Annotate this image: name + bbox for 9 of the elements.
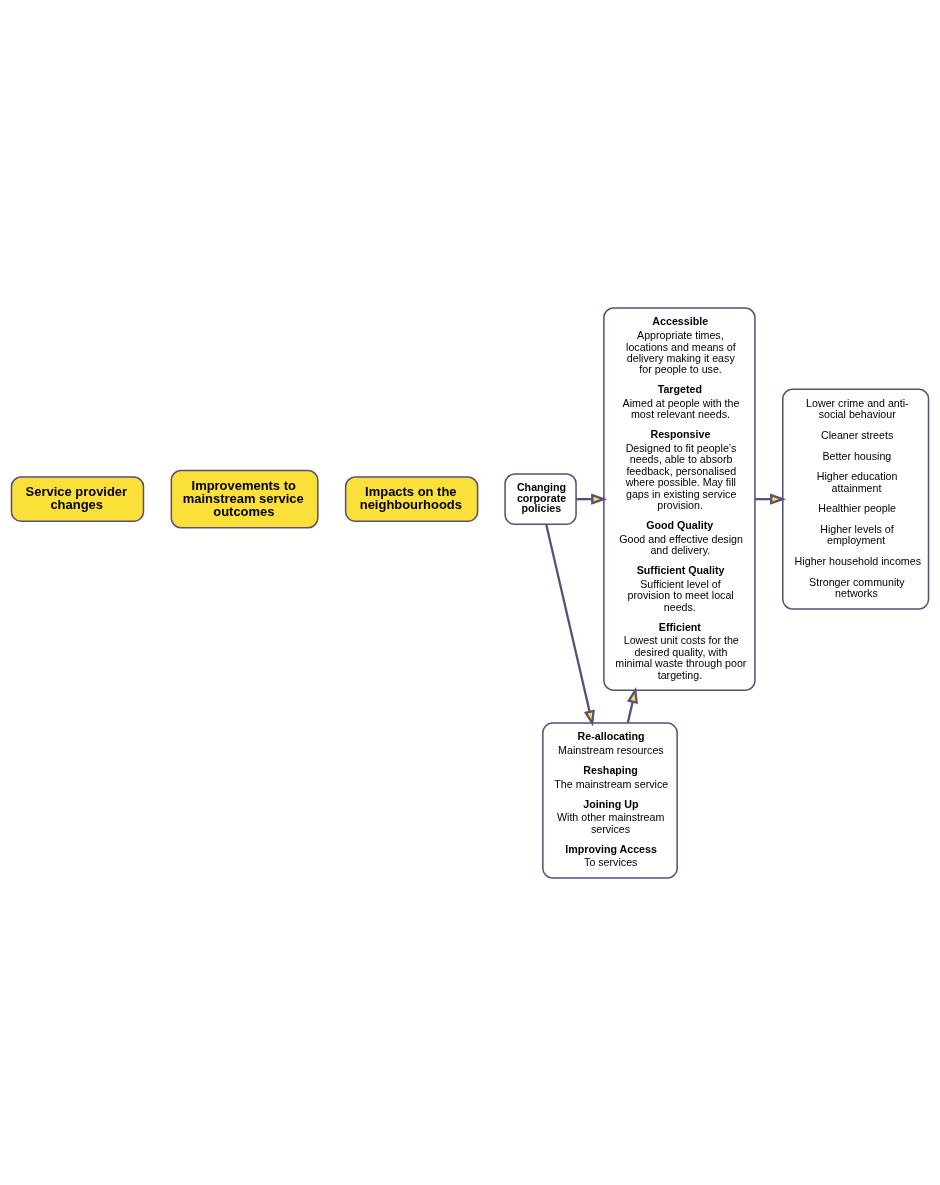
arrow (626, 686, 638, 723)
node-box: Service provider changes (10, 475, 145, 522)
node-box: Improvements to mainstream service outcomes (170, 469, 319, 529)
node-box: Lower crime and anti-social behaviour Cleaner streets Better housing Higher education attainment Healthier people Higher levels of employment Higher household incomes Stronger community networks (782, 388, 930, 610)
node-box: Impacts on the neighbourhoods (344, 475, 479, 522)
node-box: Accessible Appropriate times, locations and means of delivery making it easy for people to use. Targeted Aimed at people with the most relevant needs. Responsive Designed to fit people’s needs, able to absorb feedback, personalised where possible. May fill gaps in existing service provision. Good Quality Good and effective design and delivery. Sufficient Quality Sufficient level of provision to meet local needs. Efficient Lowest unit costs for the desired quality, with minimal waste through poor targeting. (603, 306, 756, 691)
node-box: Changing corporate policies (504, 472, 577, 525)
arrow (545, 523, 595, 726)
node-box: Re-allocating Mainstream resources Reshaping The mainstream service Joining Up With other mainstream services Improving Access To services (542, 721, 678, 879)
